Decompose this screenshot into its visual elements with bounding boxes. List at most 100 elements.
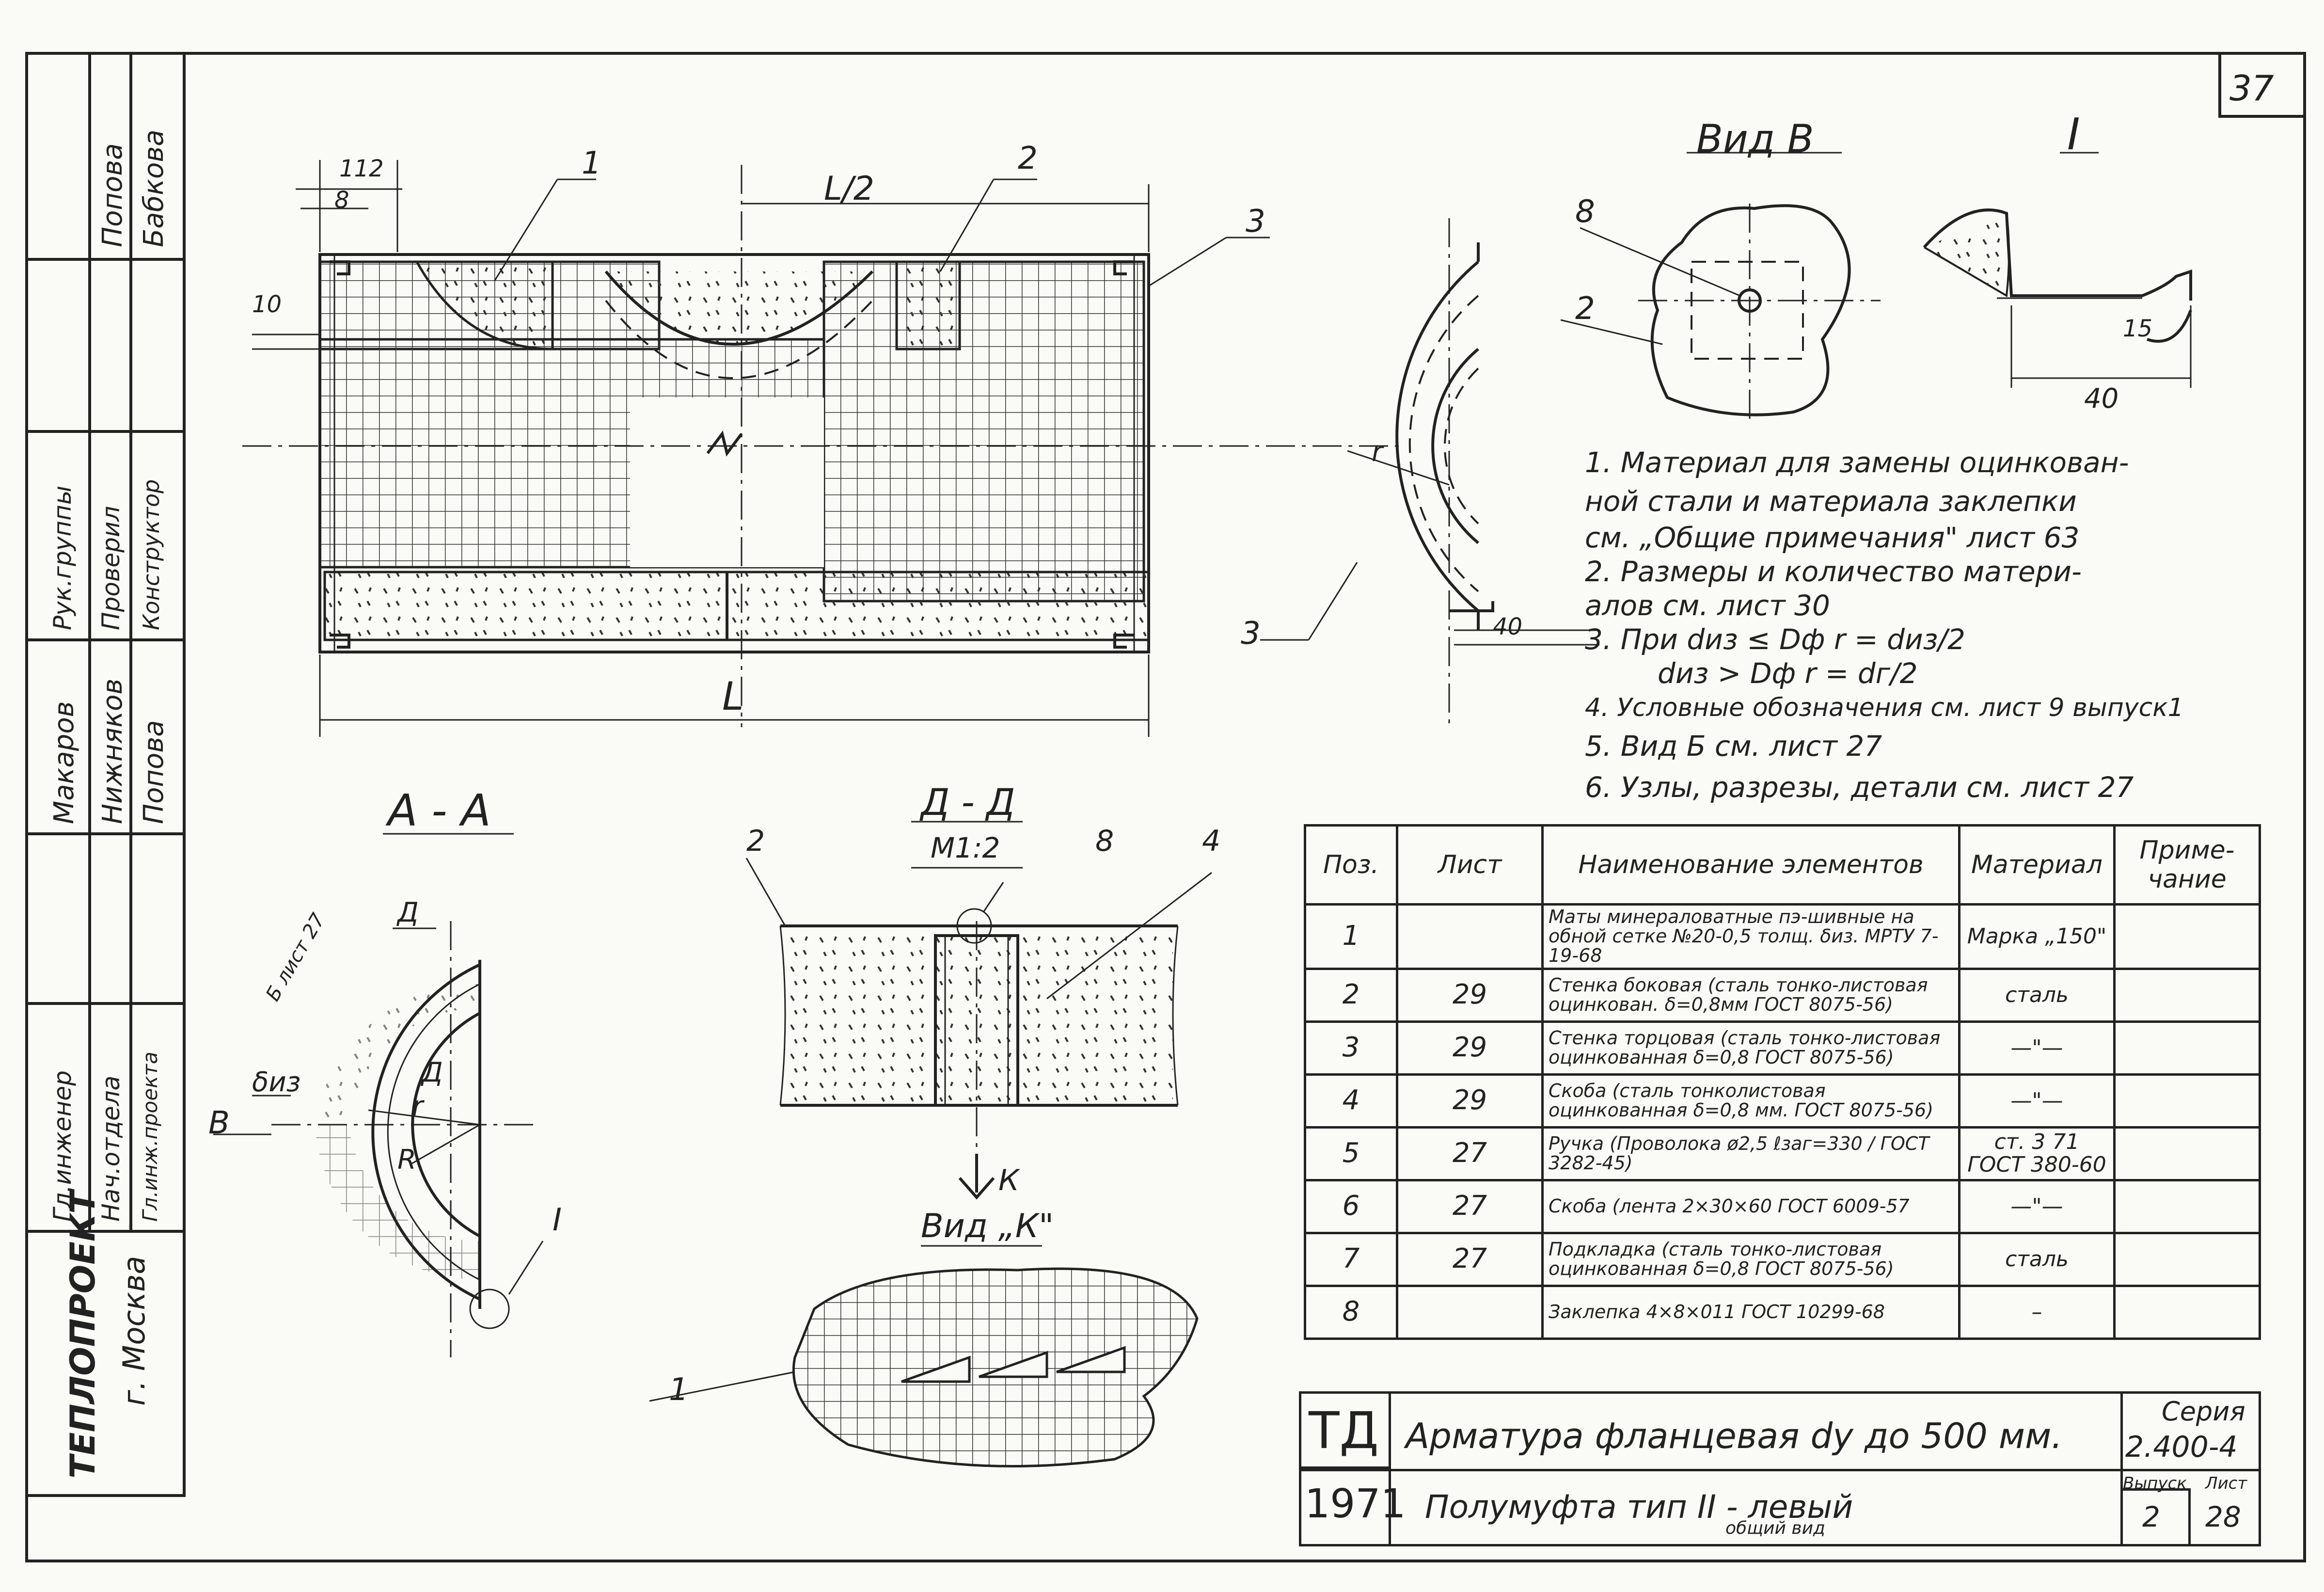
series-label: Серия [2162,1396,2245,1427]
callout-4-dd: 4 [1202,824,1221,858]
callout-b-aa: В [208,1105,230,1141]
col-header-sheet: Лист [1396,824,1544,906]
row-material: сталь [1958,967,2116,1023]
table-row: 1 Маты минераловатные пэ-шивные на обной… [1304,903,2261,970]
issue-value: 2 [2142,1500,2160,1533]
dim-10: 10 [252,291,282,318]
view-b-title: Вид В [1696,116,1814,161]
title-block: ТД 1971 Арматура фланцевая dу до 500 мм.… [1299,1391,2261,1546]
row-pos: 6 [1304,1178,1398,1234]
row-sheet: 29 [1396,1073,1544,1129]
row-material: Марка „150" [1958,903,2116,970]
dim-r-side: r [1372,436,1383,468]
view-k-title: Вид „К" [921,1207,1054,1245]
view-k [649,1245,1199,1468]
strip-role-dept-head: Нач.отдела [97,1075,125,1222]
callout-k: К [998,1163,1019,1197]
row-pos: 7 [1304,1231,1398,1287]
note-line: 1. Материал для замены оцинкован- [1585,446,2129,479]
drawing-subtitle: Полумуфта тип II - левый [1425,1488,1853,1526]
strip-role-group-lead: Рук.группы [48,485,77,630]
specification-table: Поз. Лист Наименование элементов Материа… [1304,824,2261,1340]
section-dd-title: Д - Д [921,780,1015,824]
sheet-number: 37 [2229,68,2274,109]
row-note [2113,1178,2261,1234]
dim-diz: δиз [252,1067,301,1098]
table-row: 7 27 Подкладка (сталь тонко-листовая оци… [1304,1231,2261,1287]
sheet-value: 28 [2205,1500,2241,1533]
strip-role-chief-project-engineer: Гл.инж.проекта [138,1051,162,1222]
row-material: —"— [1958,1020,2116,1076]
row-note [2113,1284,2261,1340]
note-line: ной стали и материала заклепки [1585,485,2077,518]
row-pos: 8 [1304,1284,1398,1340]
strip-role-chief-engineer: Гл.инженер [48,1070,77,1222]
dim-40-side: 40 [1493,613,1523,640]
section-a-a [213,833,544,1357]
title-code: ТД [1309,1401,1379,1460]
row-material: —"— [1958,1178,2116,1234]
dim-8: 8 [334,187,349,214]
row-name: Стенка боковая (сталь тонко-листовая оци… [1541,967,1960,1023]
dim-l-half: L/2 [824,170,875,208]
row-note [2113,1073,2261,1129]
detail-i-title: I [2067,109,2080,160]
callout-2-viewb: 2 [1575,291,1595,327]
section-dd-scale: М1:2 [931,831,1000,864]
row-name: Заклепка 4×8×011 ГОСТ 10299-68 [1541,1284,1960,1340]
col-header-pos: Поз. [1304,824,1398,906]
row-note [2113,903,2261,970]
callout-8-viewb: 8 [1575,194,1595,230]
note-line: 3. При dиз ≤ Dф r = dиз/2 [1585,623,1965,656]
note-line: см. „Общие примечания" лист 63 [1585,521,2080,554]
row-name: Маты минераловатные пэ-шивные на обной с… [1541,903,1960,970]
callout-1-viewk: 1 [669,1372,689,1408]
row-name: Стенка торцовая (сталь тонко-листовая оц… [1541,1020,1960,1076]
table-header-row: Поз. Лист Наименование элементов Материа… [1304,824,2261,906]
callout-2-main: 2 [1018,141,1038,176]
callout-3-main: 3 [1246,204,1265,239]
row-note [2113,967,2261,1023]
row-pos: 1 [1304,903,1398,970]
drawing-title: Арматура фланцевая dу до 500 мм. [1406,1416,2063,1456]
detail-i [1923,152,2192,388]
row-name: Скоба (лента 2×30×60 ГОСТ 6009-57 [1541,1178,1960,1234]
note-line: 2. Размеры и количество матери- [1585,555,2082,588]
note-line: dиз > Dф r = dг/2 [1658,657,1918,690]
row-name: Ручка (Проволока ø2,5 ℓзаг=330 / ГОСТ 32… [1541,1126,1960,1181]
row-material: ст. 3 71 ГОСТ 380-60 [1958,1126,2116,1181]
row-note [2113,1020,2261,1076]
dim-40-detail: 40 [2084,383,2119,414]
section-d-d [745,821,1212,1200]
table-row: 3 29 Стенка торцовая (сталь тонко-листов… [1304,1020,2261,1076]
row-name: Подкладка (сталь тонко-листовая оцинкова… [1541,1231,1960,1287]
callout-i-aa: I [553,1202,562,1238]
series-value: 2.400-4 [2125,1430,2238,1464]
drawing-subtitle-2: общий вид [1725,1518,1825,1538]
note-line: 5. Вид Б см. лист 27 [1585,730,1882,763]
row-pos: 4 [1304,1073,1398,1129]
callout-2-dd: 2 [746,824,765,858]
strip-name-popova-mid: Попова [138,720,170,824]
row-note [2113,1231,2261,1287]
main-elevation-view [242,160,1406,737]
col-header-material: Материал [1958,824,2116,906]
row-sheet: 29 [1396,1020,1544,1076]
dim-112: 112 [339,155,384,182]
row-name: Скоба (сталь тонколистовая оцинкованная … [1541,1073,1960,1129]
dim-r15: 15 [2123,315,2153,342]
row-material: – [1958,1284,2116,1340]
strip-role-designer: Конструктор [138,479,164,630]
table-row: 8 Заклепка 4×8×011 ГОСТ 10299-68 – [1304,1284,2261,1340]
strip-role-checked: Проверил [97,506,125,630]
title-year: 1971 [1305,1481,1406,1527]
row-note [2113,1126,2261,1181]
row-pos: 3 [1304,1020,1398,1076]
view-b [1560,152,1881,422]
strip-name-nizhnyakov: Нижняков [97,678,128,824]
callout-3-side: 3 [1241,616,1261,652]
col-header-name: Наименование элементов [1541,824,1960,906]
row-material: сталь [1958,1231,2116,1287]
col-header-note: Приме-чание [2113,824,2261,906]
